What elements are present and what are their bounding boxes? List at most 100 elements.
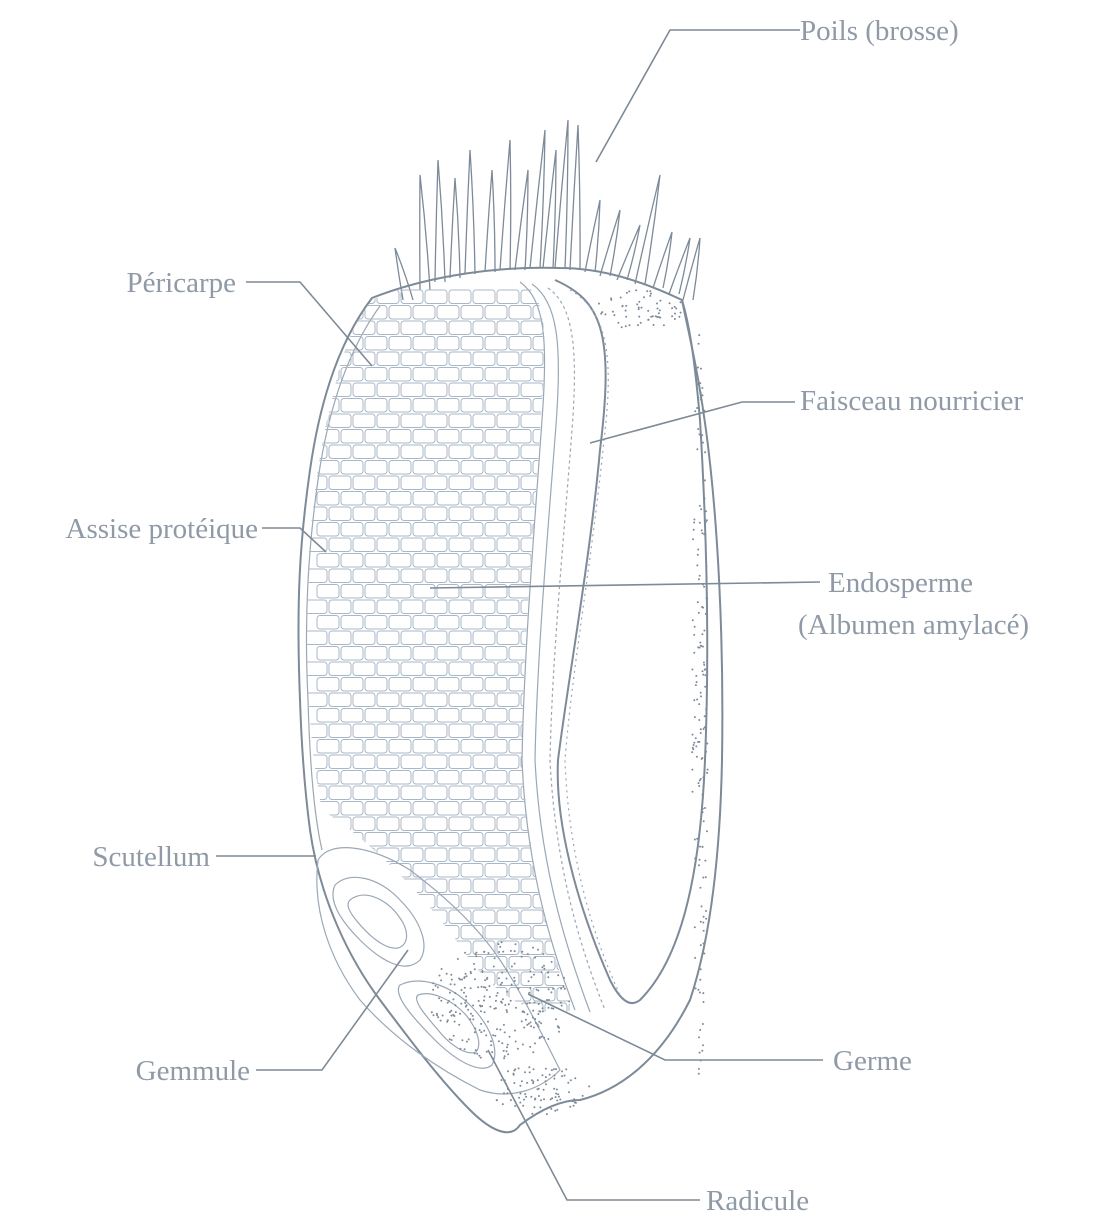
stipple-dot [539, 1036, 541, 1038]
endosperm-cell [305, 755, 327, 769]
endosperm-cell [413, 895, 435, 909]
endosperm-cell [509, 864, 531, 878]
stipple-dot [498, 977, 500, 979]
endosperm-cell [605, 864, 627, 878]
endosperm-cell [449, 569, 471, 583]
hair-strand [465, 150, 475, 274]
endosperm-cell [413, 647, 435, 661]
stipple-dot [524, 1071, 526, 1073]
stipple-dot [529, 1071, 531, 1073]
stipple-dot [510, 1099, 512, 1101]
endosperm-cell [581, 337, 603, 351]
endosperm-cell [485, 399, 507, 413]
stipple-dot [564, 988, 566, 990]
scutellum-shape [317, 848, 560, 1094]
endosperm-cell [605, 957, 627, 971]
stipple-dot [696, 699, 698, 701]
endosperm-cell [545, 600, 567, 614]
endosperm-cell [593, 290, 615, 304]
stipple-dot [701, 905, 703, 907]
stipple-dot [501, 982, 503, 984]
endosperm-cell [485, 678, 507, 692]
stipple-dot [541, 966, 543, 968]
endosperm-cell [545, 910, 567, 924]
stipple-dot [463, 977, 465, 979]
hair-strand [683, 238, 700, 300]
label-radicule: Radicule [706, 1185, 809, 1216]
stipple-dot [698, 785, 700, 787]
stipple-dot [533, 1068, 535, 1070]
stipple-dot [488, 952, 490, 954]
endosperm-cell [581, 988, 603, 1002]
stipple-dot [693, 744, 695, 746]
endosperm-cell [521, 910, 543, 924]
label-gemmule: Gemmule [136, 1055, 250, 1087]
stipple-dot [514, 963, 516, 965]
endosperm-cell [545, 755, 567, 769]
stipple-dot [698, 578, 700, 580]
endosperm-cell [617, 693, 639, 707]
stipple-dot [518, 1097, 520, 1099]
stipple-dot [497, 992, 499, 994]
endosperm-cell [617, 879, 639, 893]
stipple-dot [450, 1015, 452, 1017]
stipple-dot [700, 645, 702, 647]
endosperm-cell [401, 848, 423, 862]
stipple-dot [547, 976, 549, 978]
hair-strand [617, 225, 640, 280]
stipple-dot [701, 757, 703, 759]
endosperm-cell [353, 910, 375, 924]
stipple-dot [529, 970, 531, 972]
endosperm-cell [485, 368, 507, 382]
stipple-dot [612, 311, 614, 313]
stipple-dot [469, 1018, 471, 1020]
endosperm-cell [497, 755, 519, 769]
stipple-dot [526, 1082, 528, 1084]
germ-embryo [317, 848, 560, 1094]
endosperm-cell [485, 554, 507, 568]
stipple-dot [704, 807, 706, 809]
stipple-dot [621, 305, 623, 307]
stipple-dot [474, 1031, 476, 1033]
endosperm-cell [329, 414, 351, 428]
endosperm-cell [497, 817, 519, 831]
stipple-dot [464, 1048, 466, 1050]
endosperm-cell [497, 848, 519, 862]
endosperm-cell [437, 957, 459, 971]
endosperm-cell [377, 445, 399, 459]
endosperm-cell [509, 492, 531, 506]
endosperm-cell [617, 507, 639, 521]
endosperm-cell [365, 926, 387, 940]
stipple-dot [582, 1095, 584, 1097]
endosperm-cell [329, 848, 351, 862]
endosperm-cell [353, 786, 375, 800]
stipple-dot [692, 734, 694, 736]
stipple-dot [490, 1044, 492, 1046]
stipple-dot [702, 674, 704, 676]
endosperm-cell [401, 693, 423, 707]
stipple-dot [699, 522, 701, 524]
stipple-dot [707, 769, 709, 771]
stipple-dot [701, 387, 703, 389]
endosperm-cell [605, 926, 627, 940]
endosperm-cell [413, 926, 435, 940]
endosperm-cell [461, 926, 483, 940]
endosperm-cell [509, 771, 531, 785]
stipple-dot [534, 1018, 536, 1020]
stipple-dot [573, 1098, 575, 1100]
endosperm-cell [473, 879, 495, 893]
stipple-dot [698, 334, 700, 336]
endosperm-cell [449, 786, 471, 800]
endosperm-cell [377, 352, 399, 366]
stipple-dot [680, 301, 682, 303]
endosperm-cell [485, 337, 507, 351]
stipple-dot [480, 1031, 482, 1033]
stipple-dot [699, 979, 701, 981]
endosperm-cell [569, 352, 591, 366]
endosperm-cell [377, 600, 399, 614]
endosperm-cell [437, 771, 459, 785]
endosperm-cell [425, 941, 447, 955]
stipple-dot [625, 310, 627, 312]
endosperm-cell [341, 864, 363, 878]
endosperm-cell [497, 786, 519, 800]
